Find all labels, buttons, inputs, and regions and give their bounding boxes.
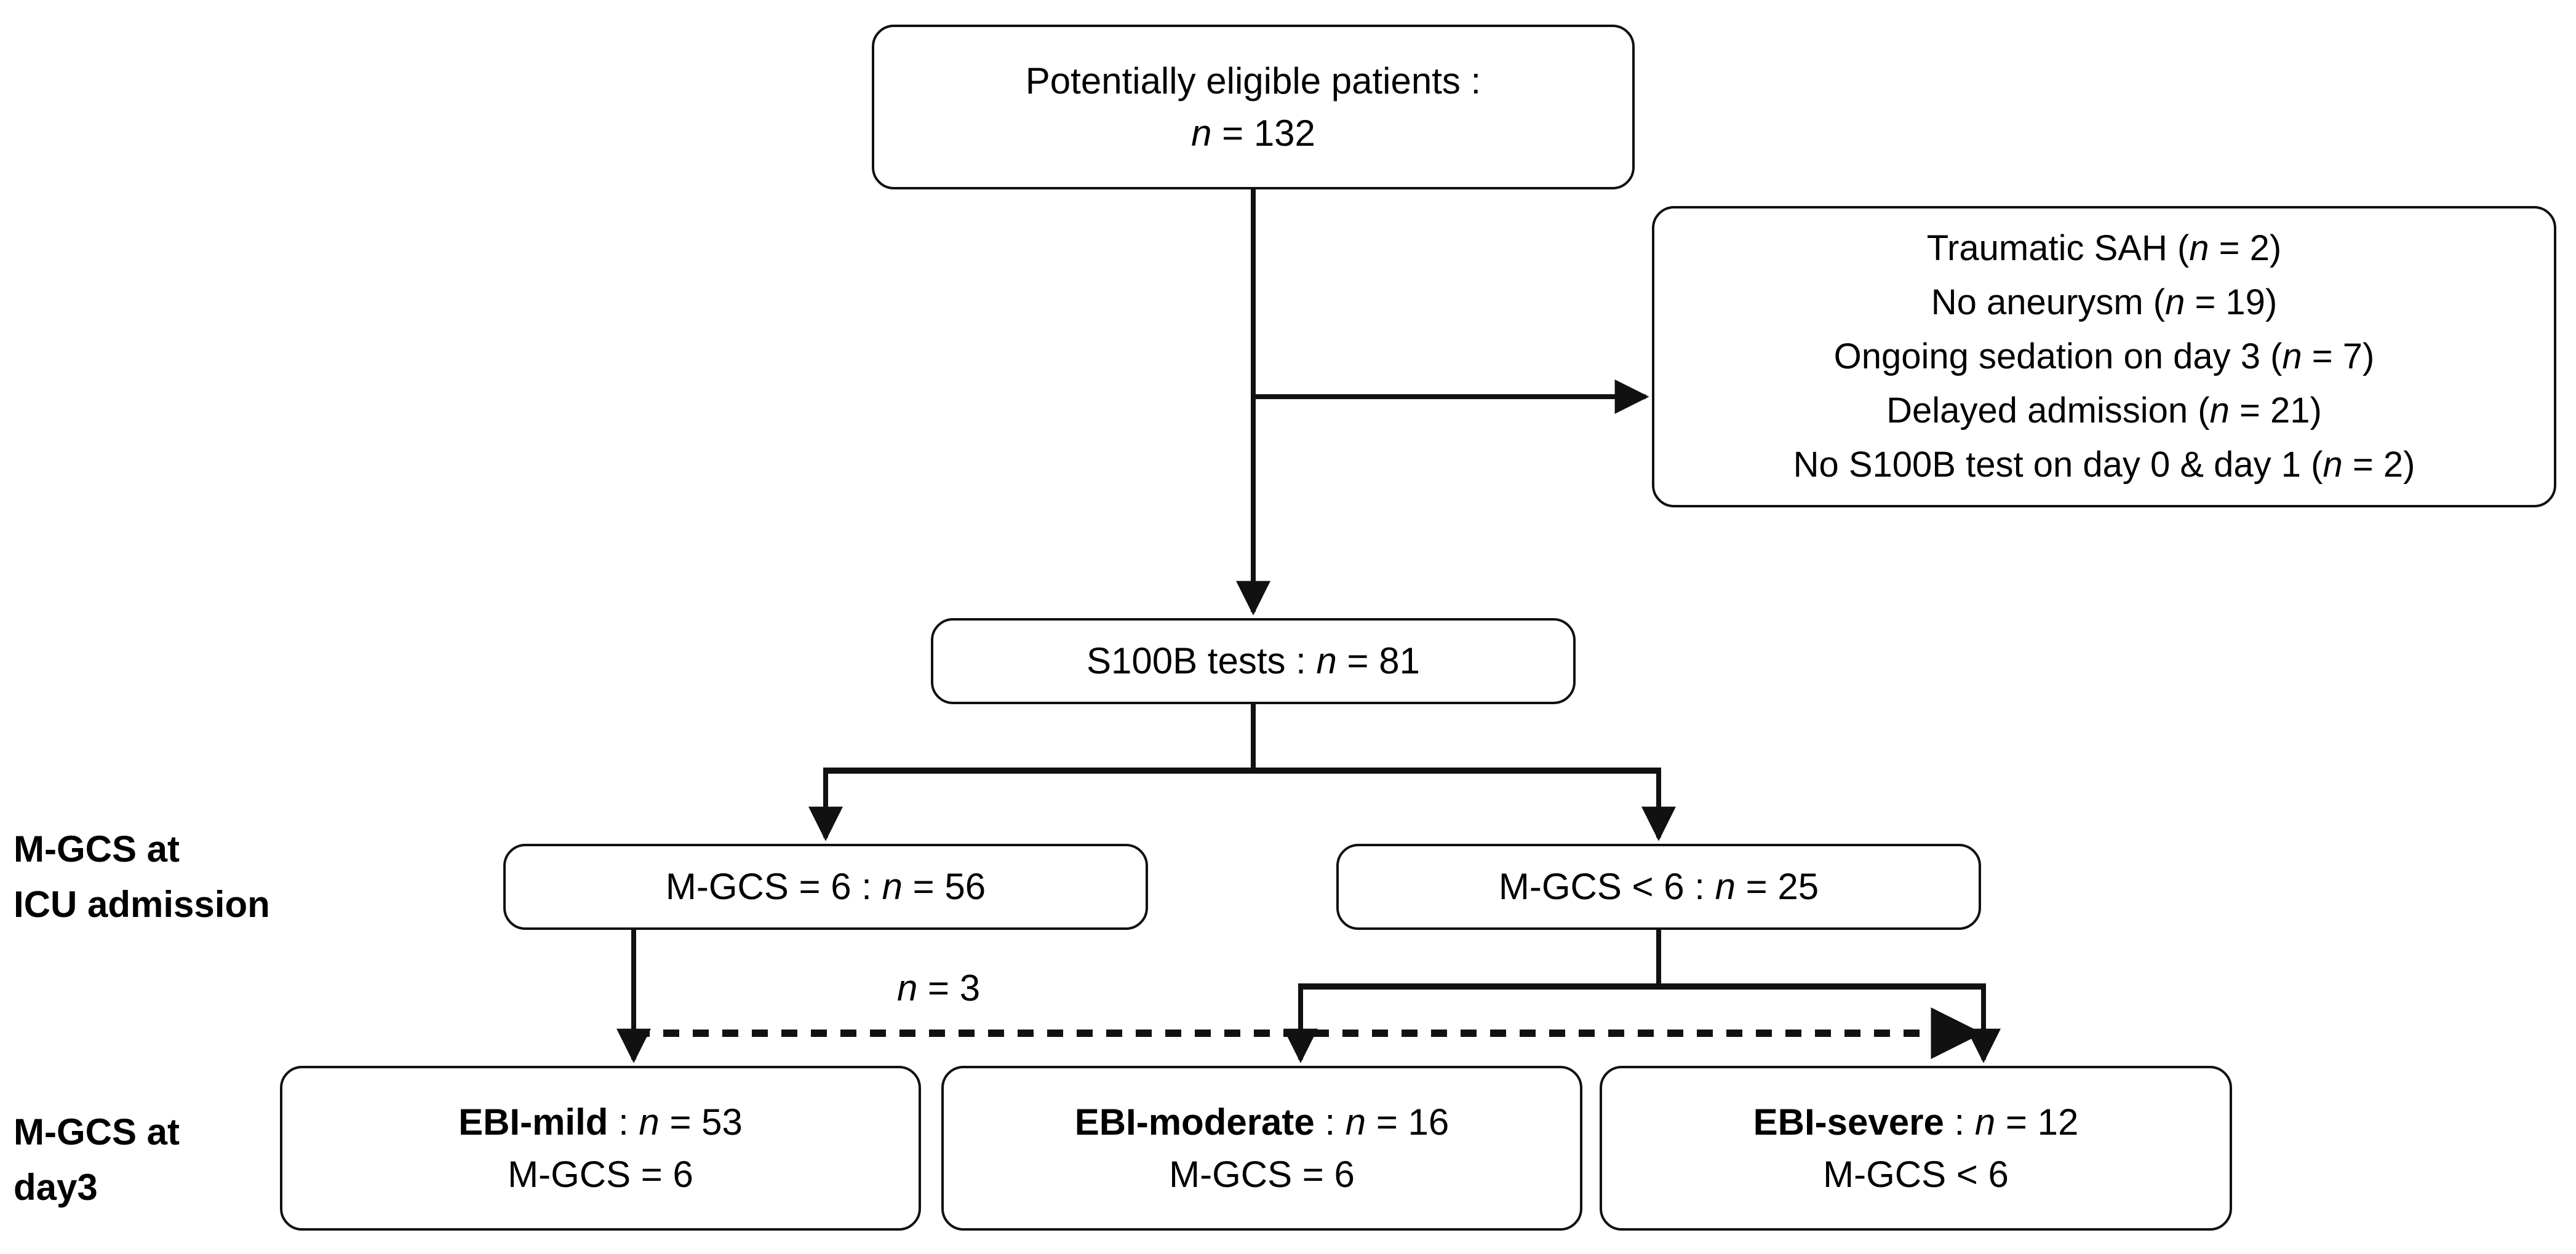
node-mgcs-equal-6: M-GCS = 6 : n = 56 — [503, 844, 1148, 930]
exclusion-count: = 2) — [2342, 445, 2415, 485]
n-symbol: n — [2189, 228, 2209, 268]
node-ebi-moderate-line1: EBI-moderate : n = 16 — [1075, 1096, 1449, 1148]
row-label-icu-line2: ICU admission — [14, 884, 270, 925]
ebi-moderate-count: = 16 — [1366, 1101, 1449, 1143]
exclusion-label: No aneurysm ( — [1931, 282, 2166, 322]
exclusion-label: Traumatic SAH ( — [1926, 228, 2190, 268]
exclusion-label: No S100B test on day 0 & day 1 ( — [1793, 445, 2323, 485]
exclusion-count: = 21) — [2229, 391, 2322, 431]
exclusion-count: = 2) — [2209, 228, 2282, 268]
ebi-mild-title: EBI-mild — [458, 1101, 608, 1143]
node-eligible-line1: Potentially eligible patients : — [1025, 60, 1481, 101]
node-s100b-label: S100B tests : — [1086, 640, 1317, 682]
node-ebi-mild: EBI-mild : n = 53 M-GCS = 6 — [280, 1066, 921, 1231]
ebi-severe-title: EBI-severe — [1753, 1101, 1944, 1143]
n-symbol: n — [2323, 445, 2343, 485]
node-mgcs-less-line: M-GCS < 6 : n = 25 — [1499, 860, 1819, 913]
node-mgcs-less-6: M-GCS < 6 : n = 25 — [1336, 844, 1981, 930]
row-label-day3: M-GCS at day3 — [14, 1105, 180, 1215]
exclusion-item: No aneurysm (n = 19) — [1931, 276, 2278, 330]
node-ebi-moderate-line2: M-GCS = 6 — [1169, 1154, 1355, 1195]
exclusion-item: No S100B test on day 0 & day 1 (n = 2) — [1793, 438, 2415, 492]
node-potentially-eligible: Potentially eligible patients : n = 132 — [872, 25, 1635, 189]
n-symbol: n — [882, 866, 903, 908]
exclusion-label: Ongoing sedation on day 3 ( — [1833, 336, 2283, 376]
exclusion-label: Delayed admission ( — [1886, 391, 2210, 431]
node-s100b-tests: S100B tests : n = 81 — [931, 618, 1576, 704]
node-eligible-count: = 132 — [1211, 113, 1315, 154]
node-mgcs-equal-label: M-GCS = 6 : — [665, 866, 882, 908]
separator: : — [1944, 1101, 1975, 1143]
n-symbol: n — [897, 967, 918, 1009]
row-label-day3-line1: M-GCS at — [14, 1111, 180, 1153]
node-ebi-mild-line2: M-GCS = 6 — [508, 1154, 693, 1195]
node-ebi-mild-line1: EBI-mild : n = 53 — [458, 1096, 743, 1148]
edge-label-crossover: n = 3 — [891, 967, 987, 1009]
n-symbol: n — [639, 1101, 660, 1143]
n-symbol: n — [1974, 1101, 1996, 1143]
ebi-severe-count: = 12 — [1995, 1101, 2079, 1143]
n-symbol: n — [2209, 391, 2230, 431]
exclusion-item: Ongoing sedation on day 3 (n = 7) — [1834, 330, 2375, 384]
node-mgcs-less-label: M-GCS < 6 : — [1498, 866, 1715, 908]
exclusion-item: Delayed admission (n = 21) — [1886, 384, 2322, 438]
n-symbol: n — [1316, 640, 1337, 682]
n-symbol: n — [2282, 336, 2302, 376]
node-s100b-line: S100B tests : n = 81 — [1087, 635, 1420, 687]
node-exclusions: Traumatic SAH (n = 2) No aneurysm (n = 1… — [1652, 206, 2556, 507]
n-symbol: n — [1715, 866, 1736, 908]
crossover-count: = 3 — [917, 967, 981, 1009]
separator: : — [1314, 1101, 1346, 1143]
node-ebi-severe-line2: M-GCS < 6 — [1823, 1154, 2009, 1195]
exclusion-count: = 19) — [2185, 282, 2278, 322]
n-symbol: n — [1345, 1101, 1366, 1143]
ebi-moderate-title: EBI-moderate — [1074, 1101, 1315, 1143]
exclusion-item: Traumatic SAH (n = 2) — [1927, 221, 2281, 276]
ebi-mild-count: = 53 — [659, 1101, 743, 1143]
separator: : — [608, 1101, 639, 1143]
node-s100b-count: = 81 — [1336, 640, 1421, 682]
node-mgcs-equal-line: M-GCS = 6 : n = 56 — [666, 860, 986, 913]
row-label-day3-line2: day3 — [14, 1167, 98, 1208]
node-eligible-line2: n = 132 — [1191, 107, 1315, 159]
exclusion-count: = 7) — [2302, 336, 2375, 376]
row-label-icu-admission: M-GCS at ICU admission — [14, 822, 270, 932]
node-mgcs-equal-count: = 56 — [903, 866, 986, 908]
node-ebi-severe-line1: EBI-severe : n = 12 — [1753, 1096, 2079, 1148]
n-symbol: n — [1191, 113, 1212, 154]
n-symbol: n — [2165, 282, 2185, 322]
row-label-icu-line1: M-GCS at — [14, 828, 180, 870]
node-ebi-moderate: EBI-moderate : n = 16 M-GCS = 6 — [941, 1066, 1582, 1231]
node-mgcs-less-count: = 25 — [1736, 866, 1819, 908]
node-ebi-severe: EBI-severe : n = 12 M-GCS < 6 — [1600, 1066, 2232, 1231]
